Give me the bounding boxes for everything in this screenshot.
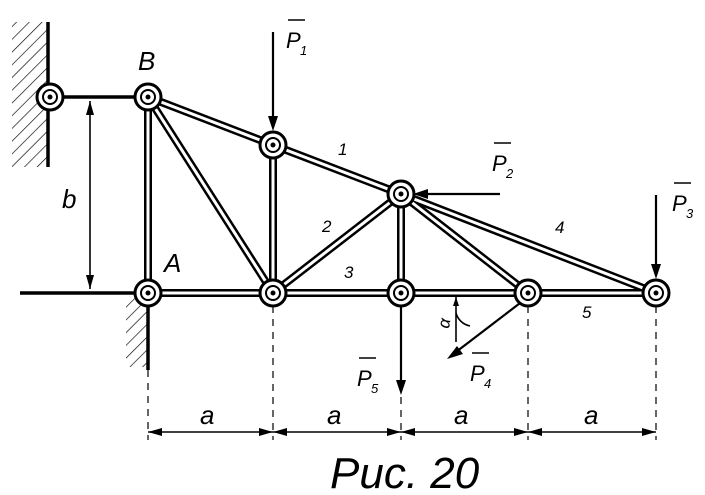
dimensions-a: a a a a [148, 400, 656, 436]
hinge-icon [133, 82, 163, 112]
force-p3-label: P 3 [672, 182, 694, 221]
force-p2-label: P 2 [492, 142, 514, 181]
member-numbers: 1 2 3 4 5 [321, 140, 592, 322]
force-p1-label: P 1 [286, 19, 307, 58]
force-p5-label: P 5 [357, 357, 379, 396]
angle-ref-arrowhead [453, 297, 459, 306]
dim-label-a: a [200, 400, 214, 430]
member-number: 1 [338, 140, 347, 159]
svg-text:2: 2 [505, 166, 514, 181]
hinge-icon [386, 278, 416, 308]
ground-support [20, 291, 150, 370]
dim-arrowhead [259, 428, 273, 436]
dim-label-a: a [327, 400, 341, 430]
angle-arc [455, 312, 471, 327]
member-fills [146, 95, 658, 295]
hinge-icon [641, 278, 671, 308]
dim-arrowhead [148, 428, 162, 436]
dim-arrowhead [86, 275, 94, 289]
dim-arrowhead [401, 428, 415, 436]
dim-arrowhead [387, 428, 401, 436]
force-p2-arrowhead [413, 189, 428, 199]
svg-text:4: 4 [484, 376, 491, 391]
hinge-icon [386, 179, 416, 209]
hinge-icon [258, 130, 288, 160]
member-number: 3 [344, 263, 354, 282]
ground-hatching [126, 295, 148, 367]
svg-text:3: 3 [686, 206, 694, 221]
hinge-icon [513, 278, 543, 308]
force-p1-arrowhead [268, 116, 278, 131]
wall-support [12, 22, 148, 167]
dim-arrowhead [273, 428, 287, 436]
force-p5-arrowhead [396, 380, 406, 395]
svg-text:P: P [470, 361, 485, 386]
svg-text:5: 5 [371, 381, 379, 396]
dim-label-a: a [584, 400, 598, 430]
hinge-icon [35, 82, 65, 112]
dim-arrowhead [514, 428, 528, 436]
hinge-icon [133, 278, 163, 308]
dim-arrowhead [528, 428, 542, 436]
dim-label-a: a [454, 400, 468, 430]
dimension-b: b [62, 101, 94, 289]
dim-label-b: b [62, 184, 76, 214]
force-p4-label: P 4 [470, 352, 491, 391]
member-number: 4 [555, 218, 564, 237]
svg-text:P: P [286, 28, 301, 53]
node-label-A: A [162, 248, 181, 278]
force-p4-arrowhead [447, 346, 463, 359]
force-p3-arrowhead [651, 264, 661, 279]
angle-label: α [434, 316, 455, 330]
forces: P 1 P 2 P 3 P 4 P [268, 19, 694, 396]
svg-text:P: P [492, 151, 507, 176]
member-number: 5 [582, 303, 592, 322]
joints [35, 82, 671, 308]
hinge-icon [258, 278, 288, 308]
dim-arrowhead [86, 101, 94, 115]
dim-arrowhead [642, 428, 656, 436]
node-label-B: B [138, 46, 155, 76]
force-p4-arrow [455, 296, 529, 353]
member-number: 2 [321, 217, 332, 236]
angle-alpha: α [434, 297, 471, 342]
svg-text:1: 1 [300, 43, 307, 58]
svg-text:P: P [357, 366, 372, 391]
figure-caption: Рис. 20 [330, 449, 480, 495]
svg-text:P: P [672, 191, 687, 216]
